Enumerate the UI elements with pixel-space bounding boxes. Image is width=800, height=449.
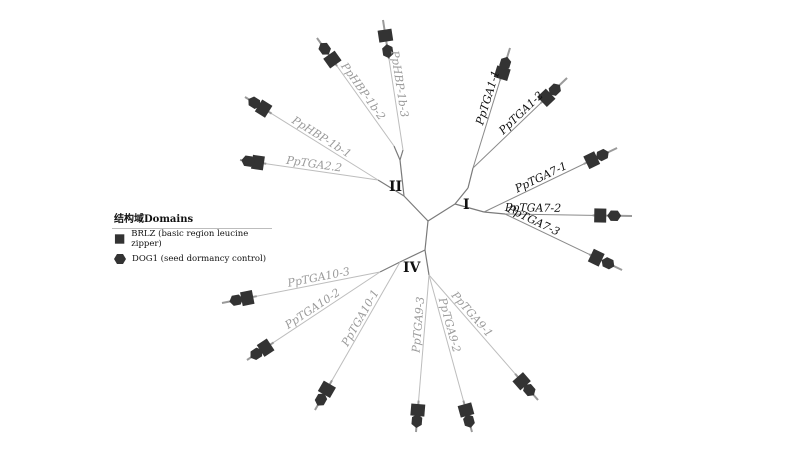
brlz-domain <box>250 154 265 171</box>
leaf-label: PpTGA2.2 <box>284 154 342 175</box>
dog1-domain <box>241 155 256 167</box>
tree-branches <box>377 145 506 276</box>
leaf-label: PpTGA7-2 <box>504 201 561 215</box>
leaf-label: PpTGA10-3 <box>285 265 351 290</box>
domain-legend: 结构域Domains BRLZ (basic region leucine zi… <box>112 208 272 269</box>
leaf-label: PpHBP-1b-1 <box>289 113 354 160</box>
legend-item-brlz: BRLZ (basic region leucine zipper) <box>112 229 272 249</box>
hexagon-icon <box>114 254 126 264</box>
clade-label-i: I <box>463 197 470 213</box>
clade-label-ii: II <box>389 179 402 195</box>
brlz-domain <box>410 403 426 417</box>
leaf-label: PpTGA7-1 <box>512 159 569 196</box>
dog1-domain <box>248 96 261 110</box>
legend-item-label: BRLZ (basic region leucine zipper) <box>131 229 249 249</box>
square-icon <box>114 234 125 244</box>
dog1-domain <box>548 83 561 96</box>
brlz-domain <box>254 99 273 118</box>
dog1-domain <box>382 44 394 59</box>
brlz-domain <box>493 65 511 81</box>
legend-item-dog1: DOG1 (seed dormancy control) <box>112 249 272 269</box>
leaf-label: PpTGA1-1 <box>473 69 502 128</box>
leaf-label: PpTGA1-2 <box>496 89 546 138</box>
brlz-domain <box>240 290 255 307</box>
tree-leaf: PpTGA7-2 <box>504 201 633 223</box>
dog1-domain <box>607 210 622 221</box>
leaf-label: PpTGA10-1 <box>338 287 381 349</box>
brlz-domain <box>323 50 342 69</box>
brlz-domain <box>377 28 394 43</box>
tree-leaf: PpHBP-1b-2 <box>316 37 395 147</box>
tree-leaf: PpTGA10-3 <box>221 265 381 307</box>
brlz-domain <box>457 402 475 418</box>
dog1-domain <box>411 414 423 428</box>
dog1-domain <box>523 383 536 397</box>
brlz-domain <box>512 372 531 391</box>
dog1-domain <box>499 56 512 71</box>
dog1-domain <box>463 414 475 428</box>
tree-leaf: PpTGA10-1 <box>314 261 401 411</box>
brlz-domain <box>317 380 336 398</box>
dog1-domain <box>229 294 244 306</box>
dog1-domain <box>314 393 328 406</box>
legend-title: 结构域Domains <box>112 208 272 229</box>
brlz-domain <box>587 248 605 267</box>
leaf-label: PpTGA10-2 <box>282 286 343 332</box>
clade-label-iv: IV <box>403 260 422 276</box>
brlz-domain <box>537 88 556 108</box>
leaf-label: PpHBP-1b-2 <box>338 59 388 122</box>
dog1-domain <box>601 257 615 270</box>
leaf-label: PpHBP-1b-3 <box>388 49 411 119</box>
brlz-domain <box>583 151 601 170</box>
dog1-domain <box>250 347 263 361</box>
leaf-label: PpTGA9-3 <box>409 296 427 354</box>
brlz-domain <box>594 208 607 223</box>
clade-labels: I II IV <box>389 179 470 276</box>
brlz-domain <box>256 338 275 357</box>
dog1-domain <box>318 42 331 55</box>
tree-leaf: PpTGA1-1 <box>472 47 512 169</box>
tree-leaf: PpTGA9-1 <box>428 274 539 401</box>
legend-item-label: DOG1 (seed dormancy control) <box>132 254 267 264</box>
tree-leaf: PpTGA9-3 <box>409 274 430 433</box>
dog1-domain <box>596 148 609 162</box>
